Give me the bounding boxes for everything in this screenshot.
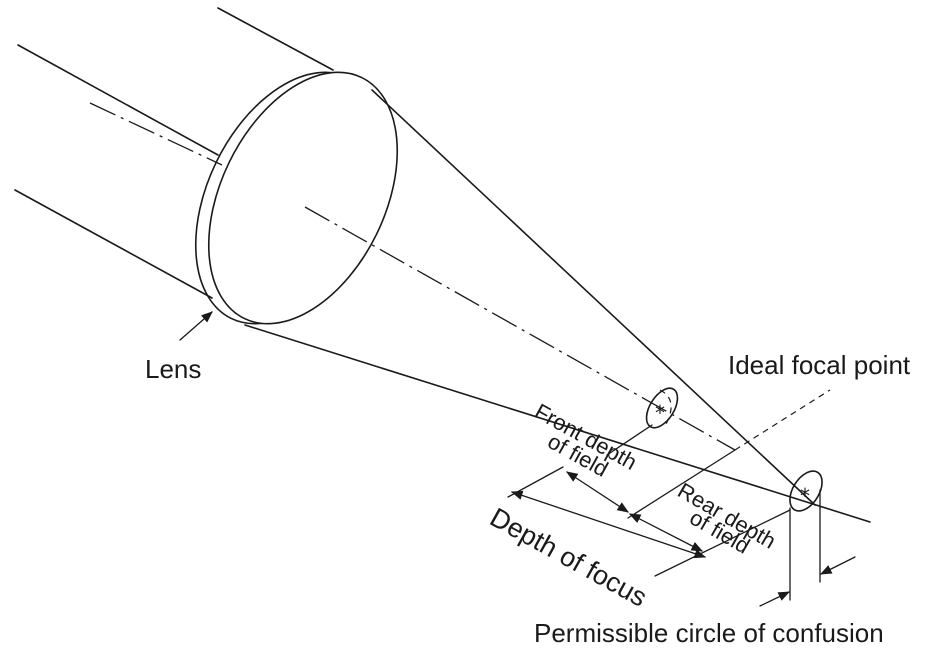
permissible-circle-label: Permissible circle of confusion bbox=[534, 618, 884, 648]
optical-axis-incoming bbox=[89, 102, 223, 166]
extension-rear-low bbox=[654, 509, 791, 577]
cone-ray-upper bbox=[371, 89, 816, 506]
incoming-ray-top bbox=[217, 7, 334, 71]
cone-ray-lower bbox=[244, 324, 871, 523]
coc-dimension-left bbox=[759, 591, 791, 607]
extension-lens-side bbox=[507, 466, 564, 498]
incoming-ray-upper bbox=[17, 44, 219, 156]
depth-of-focus-label: Depth of focus bbox=[485, 502, 652, 613]
optical-axis bbox=[304, 206, 736, 451]
front-circle-mark: * bbox=[655, 401, 665, 425]
front-circle-of-confusion: * bbox=[645, 387, 679, 429]
ideal-focal-point-label: Ideal focal point bbox=[728, 350, 911, 380]
rear-circle-of-confusion: * bbox=[789, 470, 823, 512]
depth-of-focus-dimension bbox=[510, 490, 707, 559]
coc-dimension-right bbox=[819, 556, 856, 575]
lens-pointer-arrow bbox=[179, 311, 213, 341]
lens bbox=[194, 71, 399, 325]
extension-front-circle bbox=[606, 424, 653, 456]
lens-label: Lens bbox=[145, 354, 201, 384]
incoming-ray-bottom bbox=[14, 189, 213, 299]
focal-point-leader bbox=[734, 389, 831, 451]
rear-circle-mark: * bbox=[800, 484, 810, 508]
lens-front-face bbox=[207, 71, 399, 325]
